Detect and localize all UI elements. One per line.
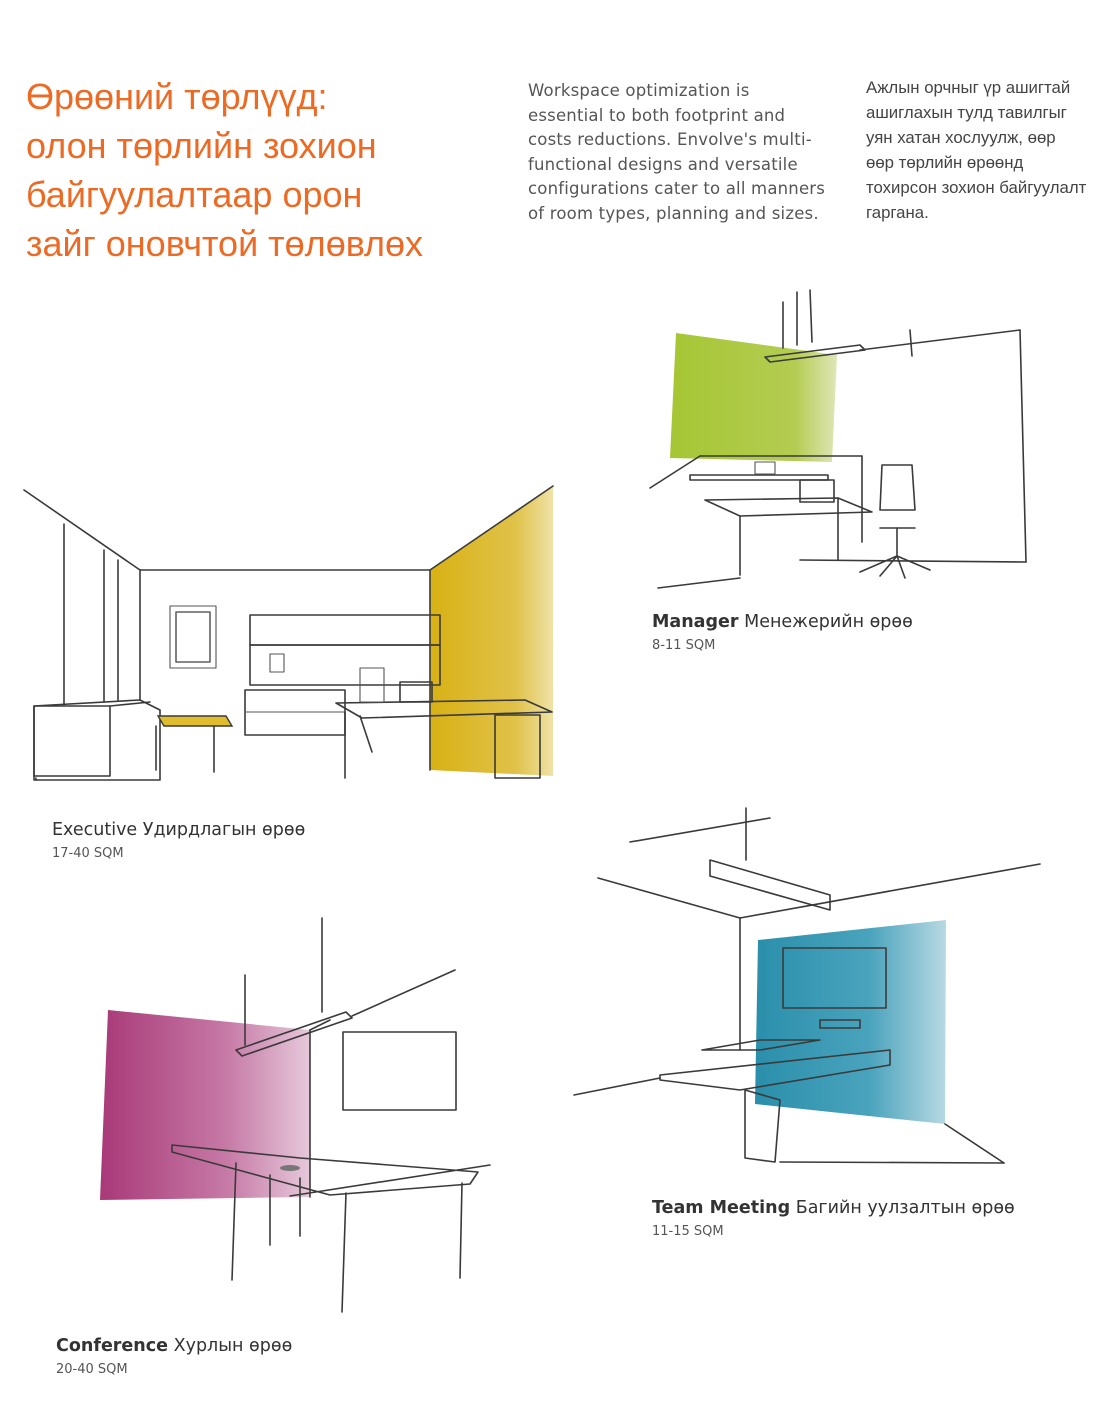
room-name-en: Team Meeting (652, 1198, 791, 1218)
intro-line: of room types, planning and sizes. (528, 203, 819, 223)
conference-room-illustration (100, 917, 491, 1313)
team-accent-panel (755, 920, 946, 1124)
room-area: 11-15 SQM (652, 1224, 724, 1239)
room-area: 20-40 SQM (56, 1362, 128, 1377)
title-line: байгуулалтаар орон (26, 174, 363, 215)
intro-line: өөр төрлийн өрөөнд (866, 153, 1024, 172)
room-area: 8-11 SQM (652, 638, 716, 653)
intro-line: уян хатан хослуулж, өөр (866, 128, 1056, 147)
caption-manager: Manager Менежерийн өрөө 8-11 SQM (652, 612, 913, 653)
room-name: Manager Менежерийн өрөө (652, 612, 913, 632)
intro-line: costs reductions. Envolve's multi- (528, 130, 812, 149)
intro-line: тохирсон зохион байгуулалт (866, 178, 1087, 197)
room-name-mn: Багийн уулзалтын өрөө (795, 1198, 1015, 1218)
room-name-mn: Хурлын өрөө (173, 1336, 293, 1356)
intro-line: Workspace optimization is (528, 81, 750, 100)
room-name-en: Executive (52, 820, 138, 840)
manager-accent-wall (670, 333, 837, 462)
room-name-en: Manager (652, 612, 739, 632)
intro-line: essential to both footprint and (528, 105, 786, 125)
room-name-en: Conference (56, 1336, 169, 1356)
conference-accent-wall (100, 1010, 310, 1200)
executive-accent-wall (430, 486, 553, 776)
page-title: Өрөөний төрлүүд: олон төрлийн зохион бай… (26, 72, 526, 268)
intro-line: ашиглахын тулд тавилгыг (866, 103, 1067, 122)
intro-line: гаргана. (866, 203, 929, 222)
title-line: зайг оновчтой төлөвлөх (26, 223, 424, 264)
title-line: Өрөөний төрлүүд: (26, 76, 328, 117)
room-area: 17-40 SQM (52, 846, 124, 861)
executive-room-illustration (23, 485, 554, 781)
room-name-mn: Менежерийн өрөө (744, 612, 913, 632)
team-meeting-room-illustration (573, 807, 1041, 1164)
intro-line: functional designs and versatile (528, 154, 798, 174)
room-name: Team Meeting Багийн уулзалтын өрөө (652, 1198, 1015, 1218)
intro-line: Ажлын орчныг үр ашигтай (866, 78, 1071, 97)
intro-line: configurations cater to all manners (528, 179, 826, 198)
room-name: Executive Удирдлагын өрөө (52, 820, 305, 840)
title-line: олон төрлийн зохион (26, 125, 377, 166)
intro-english: Workspace optimization is essential to b… (528, 79, 825, 226)
caption-conference: Conference Хурлын өрөө 20-40 SQM (56, 1336, 292, 1377)
room-name-mn: Удирдлагын өрөө (142, 820, 306, 840)
caption-executive: Executive Удирдлагын өрөө 17-40 SQM (52, 820, 305, 861)
intro-mongolian: Ажлын орчныг үр ашигтай ашиглахын тулд т… (866, 75, 1086, 225)
caption-team-meeting: Team Meeting Багийн уулзалтын өрөө 11-15… (652, 1198, 1015, 1239)
room-name: Conference Хурлын өрөө (56, 1336, 292, 1356)
manager-room-illustration (649, 289, 1027, 589)
